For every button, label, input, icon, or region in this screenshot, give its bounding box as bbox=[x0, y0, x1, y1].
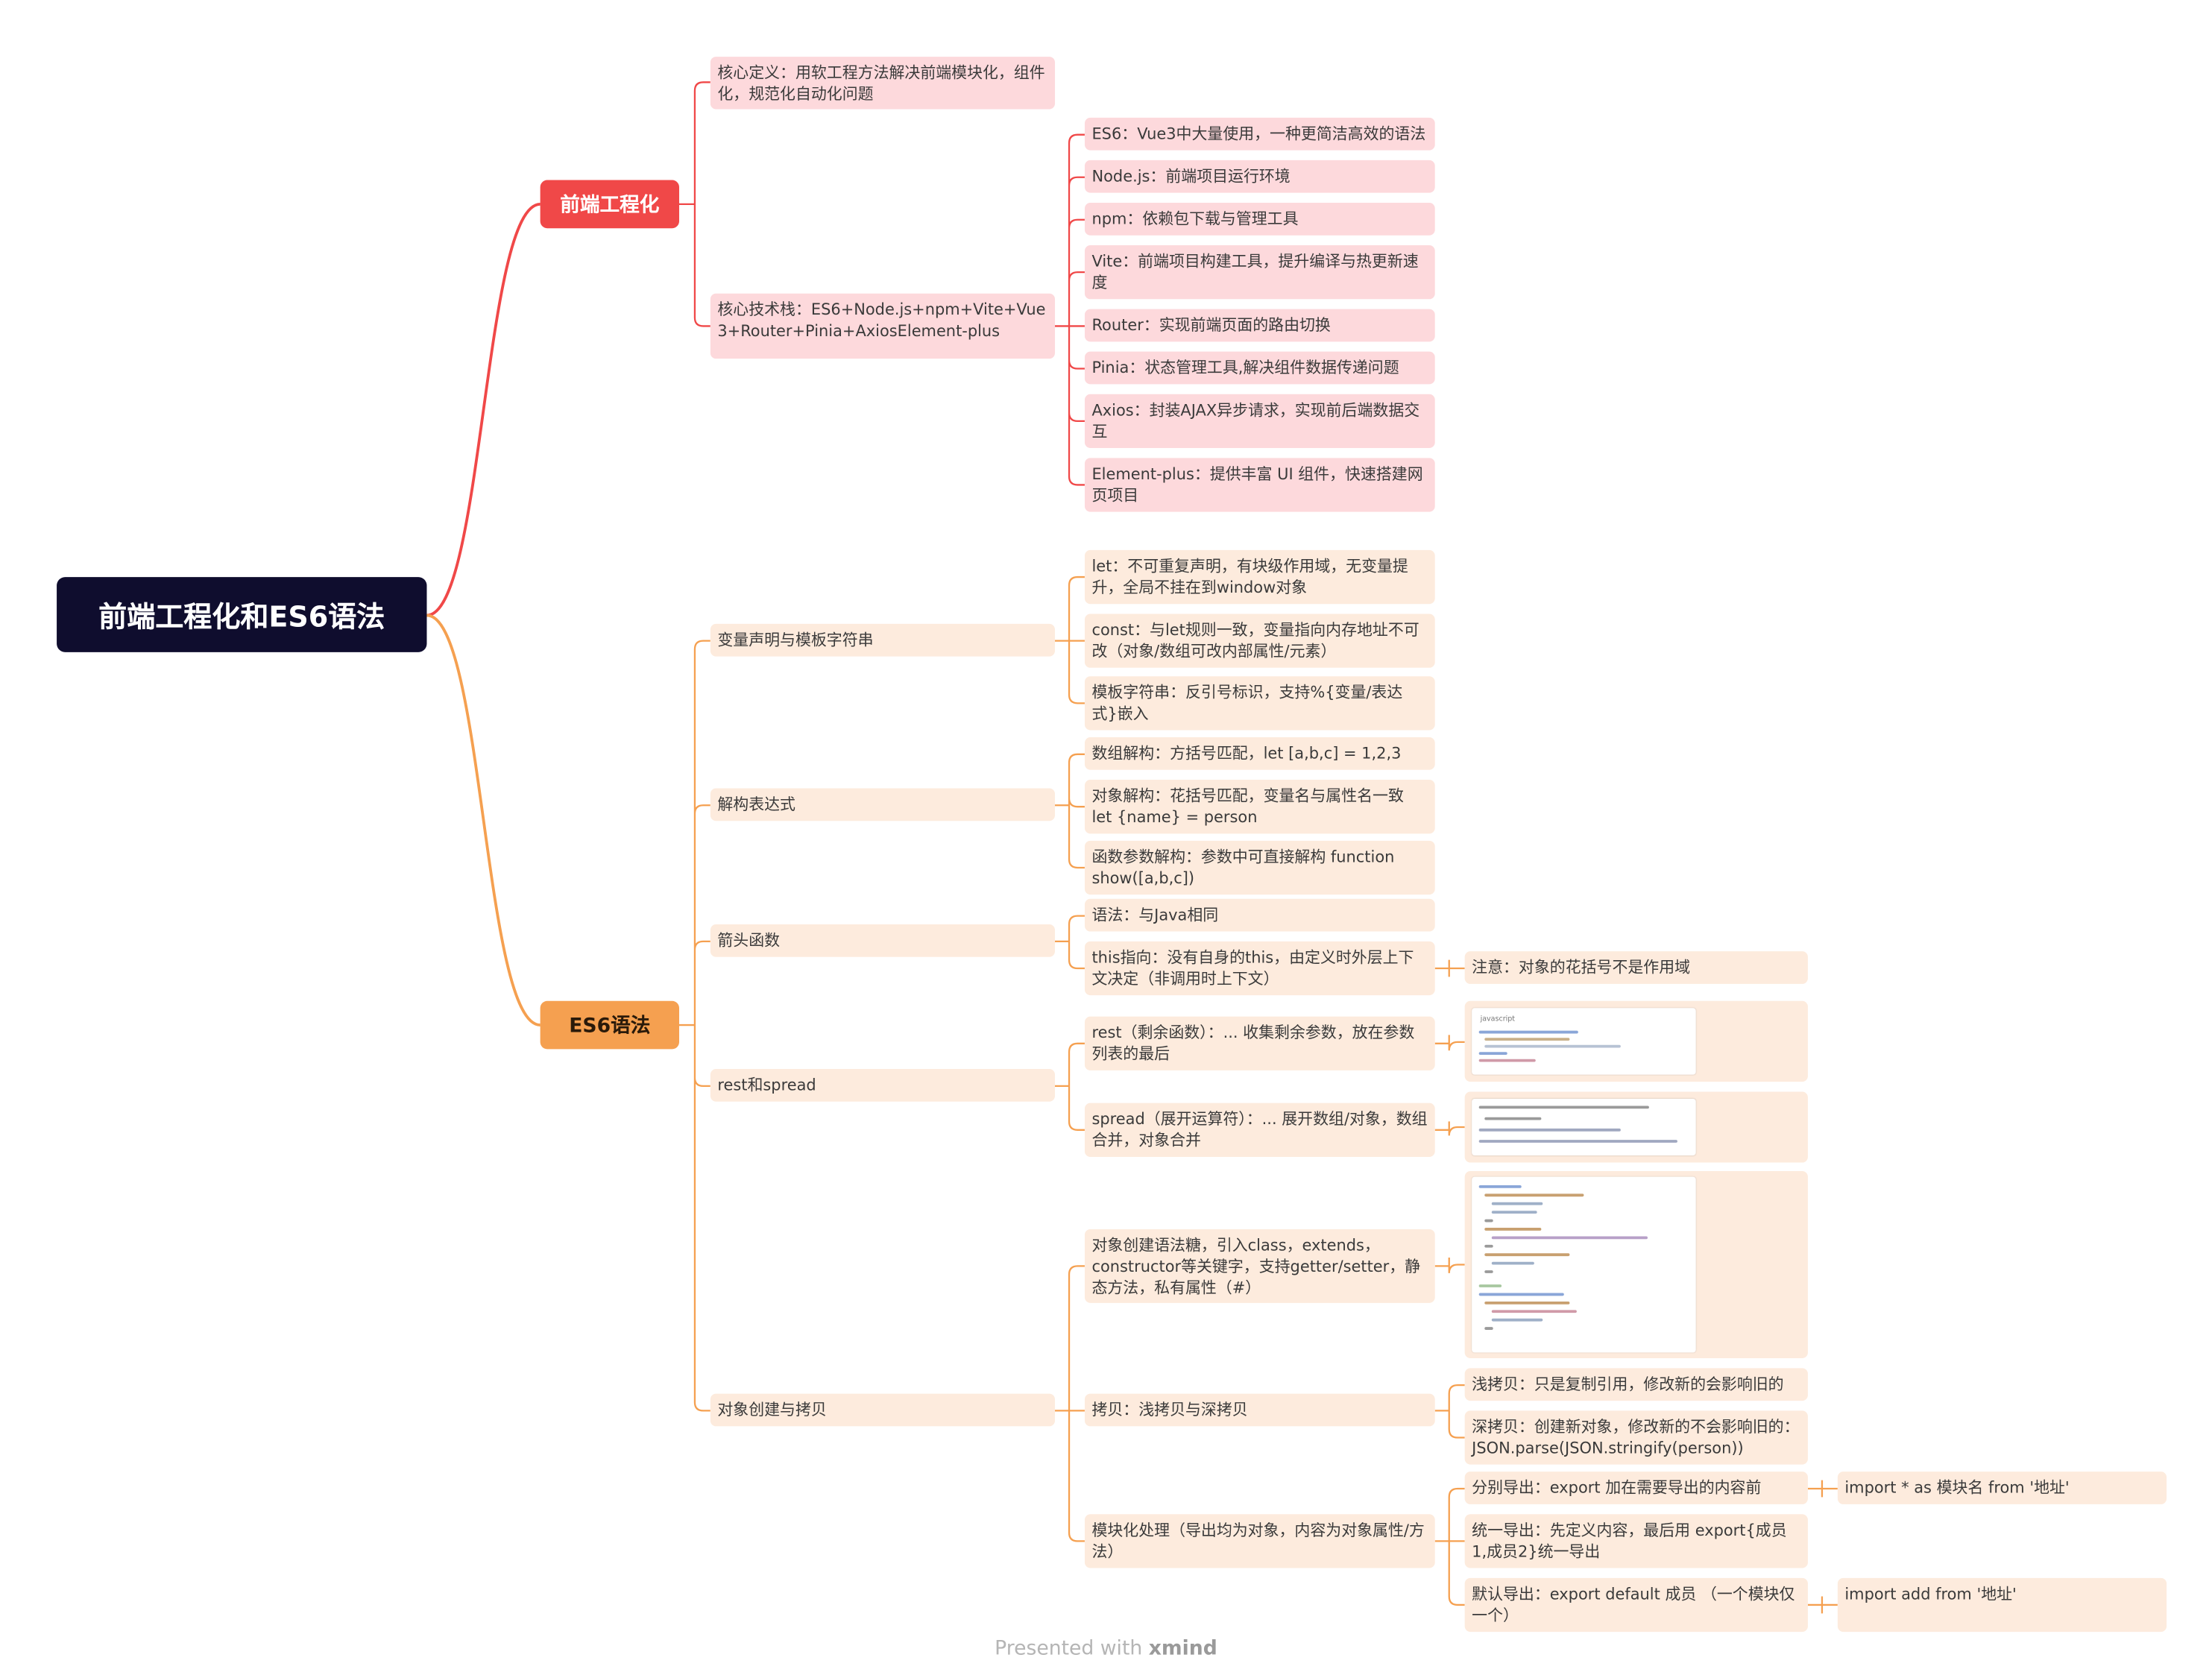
connector bbox=[1434, 1257, 1465, 1273]
arrow-note-node[interactable]: 注意：对象的花括号不是作用域 bbox=[1464, 951, 1808, 984]
connector bbox=[1807, 1596, 1838, 1614]
stack-item-npm[interactable]: npm：依赖包下载与管理工具 bbox=[1084, 202, 1435, 236]
deep-copy-node[interactable]: 深拷贝：创建新对象，修改新的不会影响旧的：JSON.parse(JSON.str… bbox=[1464, 1410, 1808, 1465]
connector bbox=[1434, 1487, 1465, 1606]
stack-item-es6[interactable]: ES6：Vue3中大量使用，一种更简洁高效的语法 bbox=[1084, 117, 1435, 151]
connector bbox=[1434, 1121, 1465, 1136]
module-node[interactable]: 模块化处理（导出均为对象，内容为对象属性/方法） bbox=[1084, 1514, 1435, 1568]
import-all-node[interactable]: import * as 模块名 from '地址' bbox=[1837, 1472, 2167, 1504]
spread-code-image bbox=[1472, 1098, 1696, 1156]
rest-code-image: javascript bbox=[1472, 1008, 1696, 1075]
array-destructuring-node[interactable]: 数组解构：方括号匹配，let [a,b,c] = 1,2,3 bbox=[1084, 737, 1435, 770]
stack-item-element-plus[interactable]: Element-plus：提供丰富 UI 组件，快速搭建网页项目 bbox=[1084, 458, 1435, 512]
xmind-logo: xmind bbox=[1148, 1637, 1217, 1661]
arrow-function-node[interactable]: 箭头函数 bbox=[710, 924, 1056, 957]
root-topic[interactable]: 前端工程化和ES6语法 bbox=[57, 577, 427, 652]
class-node[interactable]: 对象创建语法糖，引入class，extends，constructor等关键字，… bbox=[1084, 1228, 1435, 1303]
connector bbox=[679, 640, 710, 1412]
stack-item-vite[interactable]: Vite：前端项目构建工具，提升编译与热更新速度 bbox=[1084, 245, 1435, 300]
stack-item-axios[interactable]: Axios：封装AJAX异步请求，实现前后端数据交互 bbox=[1084, 394, 1435, 449]
import-default-node[interactable]: import add from '地址' bbox=[1837, 1577, 2167, 1633]
connector bbox=[1807, 1480, 1838, 1498]
branch-frontend-engineering[interactable]: 前端工程化 bbox=[540, 180, 680, 229]
stack-item-pinia[interactable]: Pinia：状态管理工具,解决组件数据传递问题 bbox=[1084, 351, 1435, 385]
connector bbox=[1434, 1035, 1465, 1051]
export-unified-node[interactable]: 统一导出：先定义内容，最后用 export{成员1,成员2}统一导出 bbox=[1464, 1514, 1808, 1568]
connector bbox=[426, 202, 541, 617]
var-decl-node[interactable]: 变量声明与模板字符串 bbox=[710, 623, 1056, 657]
connector bbox=[1055, 133, 1085, 486]
export-separate-node[interactable]: 分别导出：export 加在需要导出的内容前 bbox=[1464, 1472, 1808, 1504]
connector bbox=[1055, 1265, 1085, 1542]
class-code-image bbox=[1472, 1176, 1696, 1353]
destructuring-node[interactable]: 解构表达式 bbox=[710, 788, 1056, 821]
stack-item-router[interactable]: Router：实现前端页面的路由切换 bbox=[1084, 309, 1435, 342]
object-copy-node[interactable]: 对象创建与拷贝 bbox=[710, 1393, 1056, 1427]
core-definition-node[interactable]: 核心定义：用软工程方法解决前端模块化，组件化，规范化自动化问题 bbox=[710, 57, 1056, 110]
param-destructuring-node[interactable]: 函数参数解构：参数中可直接解构 function show([a,b,c]) bbox=[1084, 840, 1435, 895]
connector bbox=[1055, 753, 1085, 869]
connector bbox=[679, 81, 710, 327]
stack-item-nodejs[interactable]: Node.js：前端项目运行环境 bbox=[1084, 160, 1435, 193]
tech-stack-node[interactable]: 核心技术栈：ES6+Node.js+npm+Vite+Vue3+Router+P… bbox=[710, 293, 1056, 359]
branch-es6-syntax[interactable]: ES6语法 bbox=[540, 1000, 680, 1050]
connector bbox=[426, 614, 541, 1026]
let-node[interactable]: let：不可重复声明，有块级作用域，无变量提升，全局不挂在到window对象 bbox=[1084, 549, 1435, 605]
export-default-node[interactable]: 默认导出：export default 成员 （一个模块仅一个） bbox=[1464, 1577, 1808, 1633]
footer-prefix: Presented with bbox=[995, 1637, 1143, 1661]
footer-credit: Presented with xmind bbox=[0, 1638, 2212, 1660]
connector bbox=[1055, 915, 1085, 970]
arrow-this-node[interactable]: this指向：没有自身的this，由定义时外层上下文决定（非调用时上下文） bbox=[1084, 941, 1435, 996]
shallow-copy-node[interactable]: 浅拷贝：只是复制引用，修改新的会影响旧的 bbox=[1464, 1368, 1808, 1401]
arrow-syntax-node[interactable]: 语法：与Java相同 bbox=[1084, 898, 1435, 932]
connector bbox=[1434, 1384, 1465, 1439]
rest-node[interactable]: rest（剩余函数）：... 收集剩余参数，放在参数列表的最后 bbox=[1084, 1016, 1435, 1070]
const-node[interactable]: const：与let规则一致，变量指向内存地址不可改（对象/数组可改内部属性/元… bbox=[1084, 614, 1435, 668]
copy-node[interactable]: 拷贝：浅拷贝与深拷贝 bbox=[1084, 1393, 1435, 1427]
connector bbox=[1434, 959, 1465, 977]
spread-node[interactable]: spread（展开运算符）：... 展开数组/对象，数组合并，对象合并 bbox=[1084, 1103, 1435, 1157]
object-destructuring-node[interactable]: 对象解构：花括号匹配，变量名与属性名一致 let {name} = person bbox=[1084, 780, 1435, 834]
code-language-label: javascript bbox=[1480, 1015, 1516, 1024]
connector bbox=[1055, 575, 1085, 704]
connector bbox=[1055, 1042, 1085, 1131]
template-string-node[interactable]: 模板字符串：反引号标识，支持%{变量/表达式}嵌入 bbox=[1084, 676, 1435, 731]
rest-spread-node[interactable]: rest和spread bbox=[710, 1069, 1056, 1102]
